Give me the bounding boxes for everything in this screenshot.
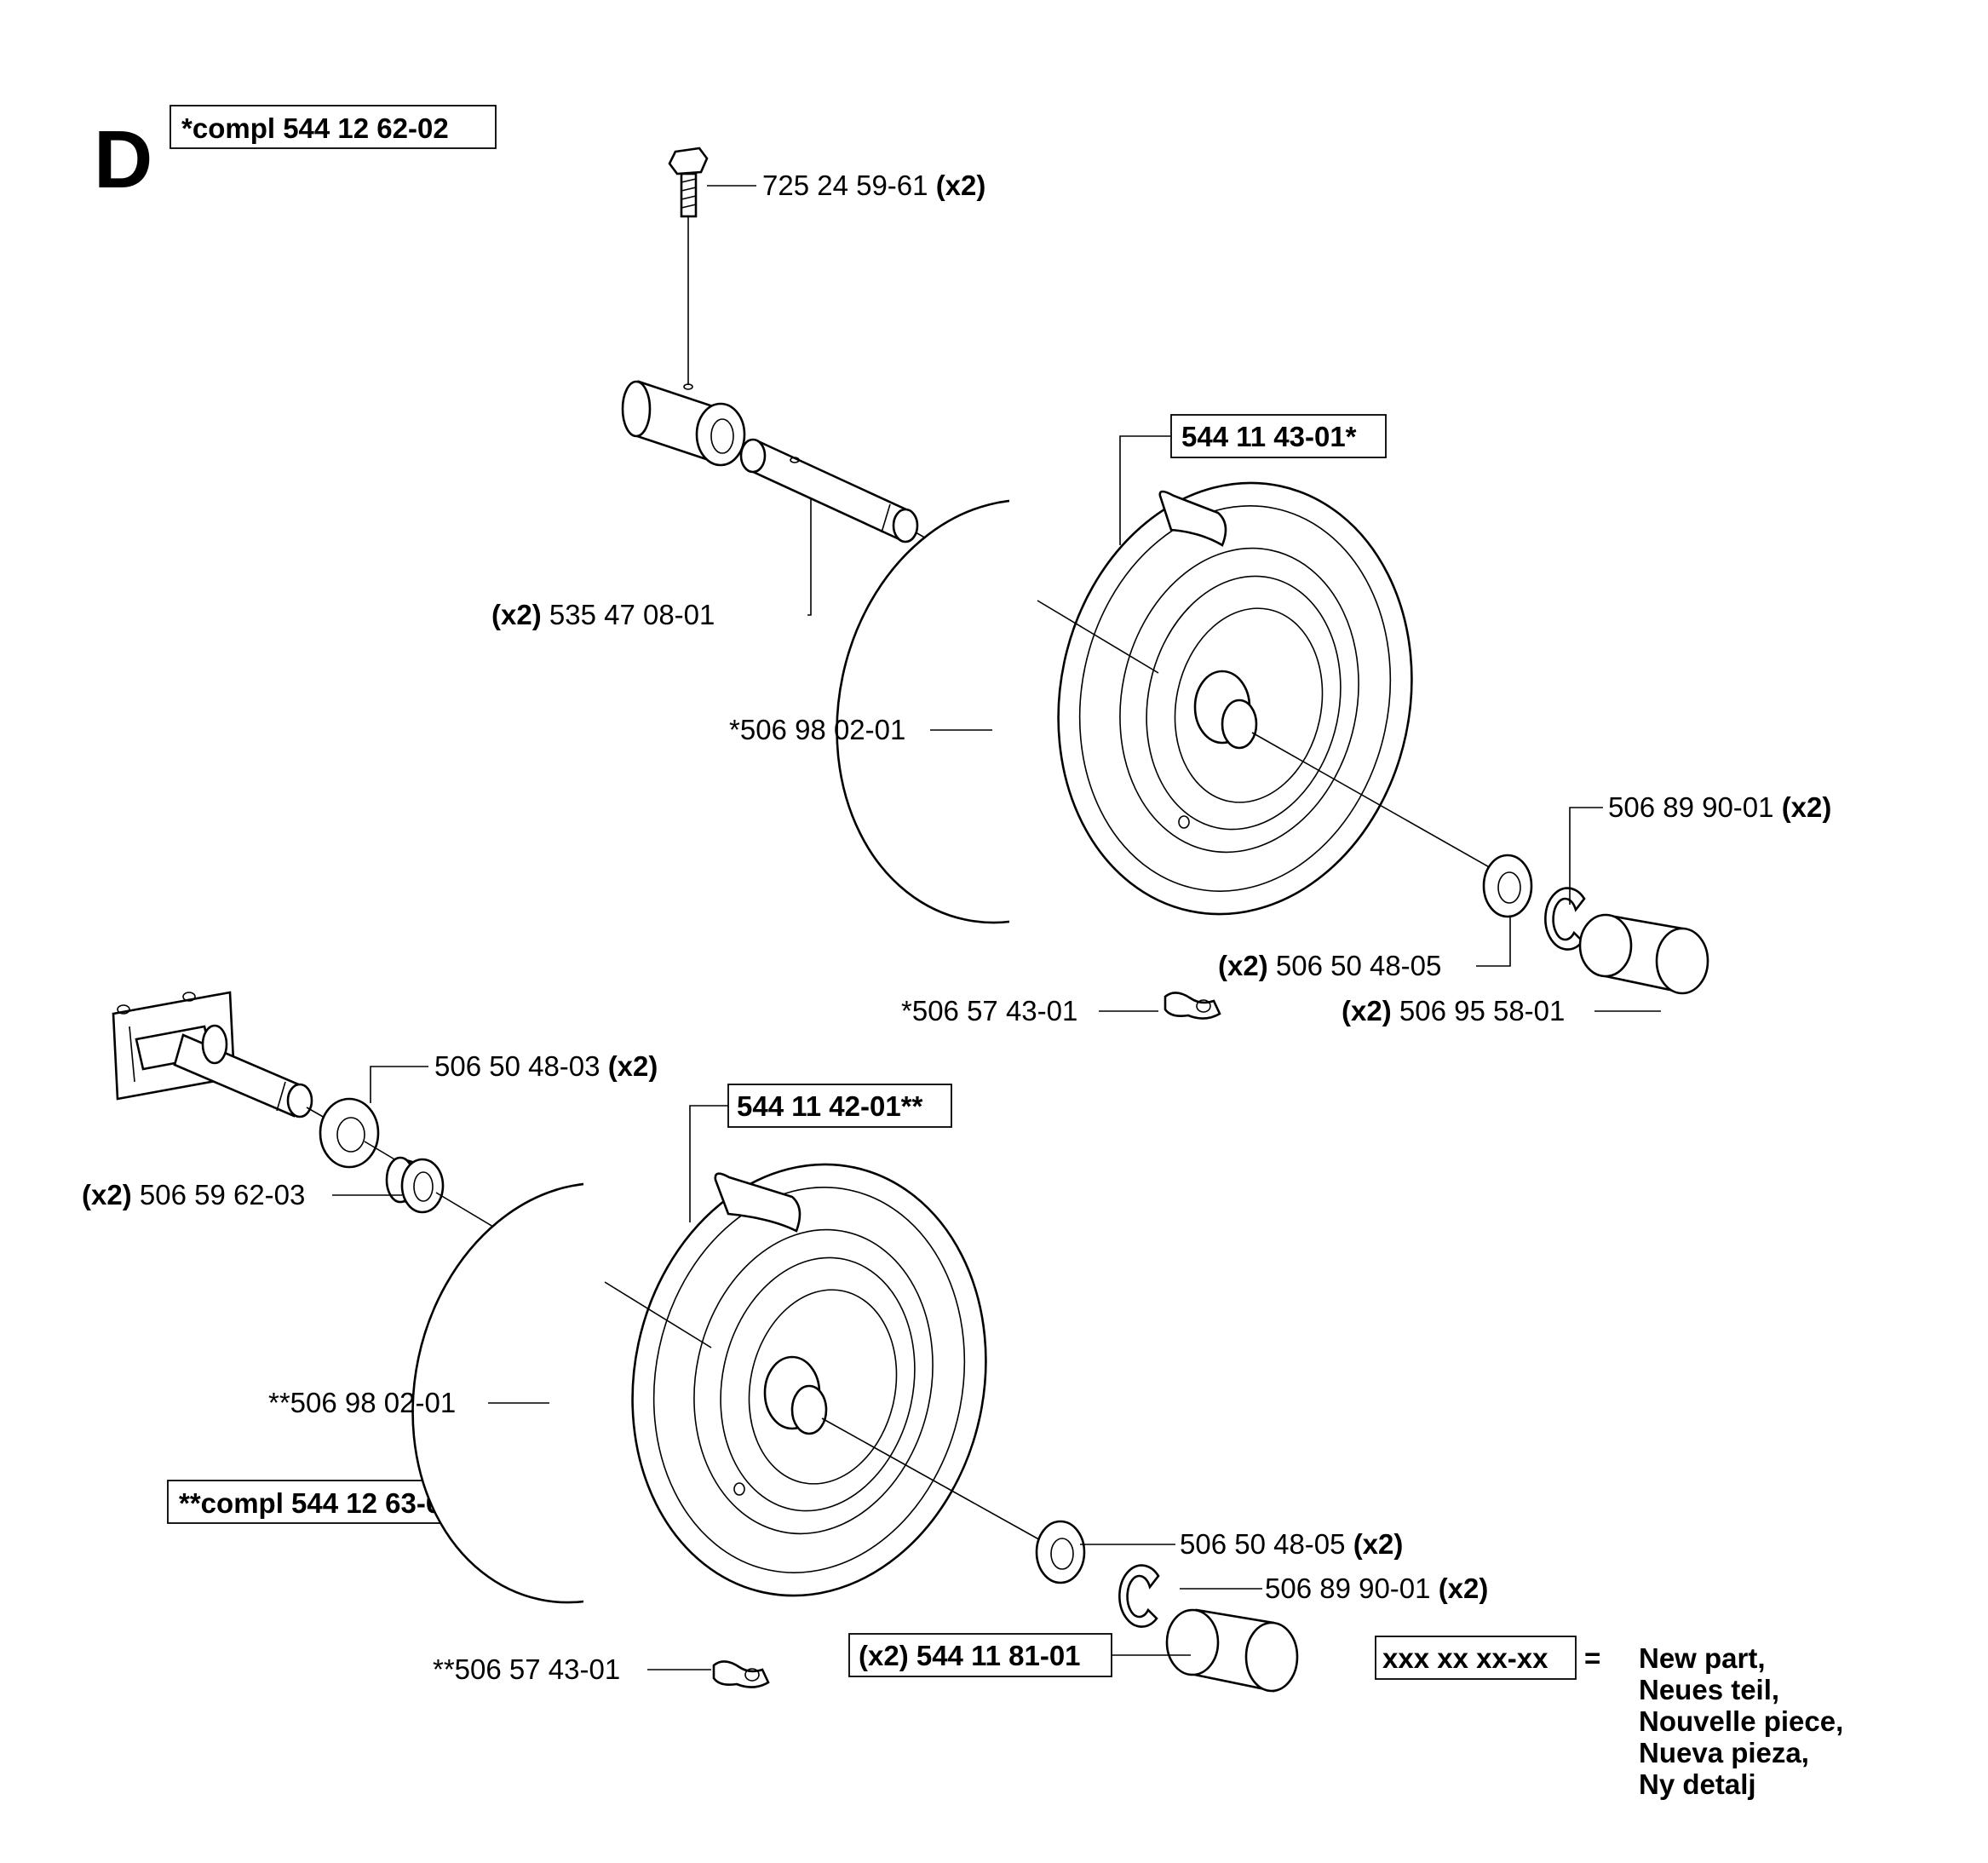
bushing-lower-part bbox=[385, 1156, 445, 1214]
label-valve-upper: *506 57 43-01 bbox=[901, 995, 1077, 1026]
new-part-box-wheel-upper bbox=[1170, 414, 1387, 458]
wheel-lower-part bbox=[411, 1159, 987, 1636]
cap-upper-part bbox=[1578, 913, 1709, 995]
washer-inner-lower-part bbox=[319, 1097, 380, 1169]
valve-upper-part bbox=[1163, 992, 1221, 1020]
upper-axis-line-2 bbox=[1251, 732, 1493, 870]
label-washer-upper: (x2) 506 50 48-05 bbox=[1218, 950, 1441, 981]
wheel-upper-part bbox=[836, 477, 1413, 954]
new-part-box-cap-lower bbox=[848, 1633, 1112, 1677]
label-cap-lower: (x2) 544 11 81-01 bbox=[859, 1640, 1081, 1671]
assembly-label-upper: *compl 544 12 62-02 bbox=[181, 112, 449, 144]
label-tire-lower: **506 98 02-01 bbox=[268, 1387, 456, 1418]
assembly-label-lower: **compl 544 12 63-02 bbox=[179, 1487, 457, 1519]
axle-sleeve-part bbox=[621, 380, 746, 467]
spindle-bracket-part bbox=[112, 991, 313, 1118]
leader-wheel-upper bbox=[1119, 435, 1171, 545]
bolt-part bbox=[668, 147, 709, 218]
legend-line-4: Nueva pieza, bbox=[1639, 1737, 1809, 1768]
label-washer-outer: 506 50 48-05 (x2) bbox=[1180, 1528, 1403, 1560]
label-wheel-upper: 544 11 43-01* bbox=[1181, 421, 1357, 452]
cap-lower-part bbox=[1165, 1608, 1299, 1693]
legend-line-2: Neues teil, bbox=[1639, 1674, 1779, 1705]
label-tire-upper: *506 98 02-01 bbox=[729, 714, 905, 745]
leader-pin bbox=[807, 498, 812, 616]
washer-outer-lower-part bbox=[1035, 1520, 1086, 1584]
legend-sample-box bbox=[1375, 1636, 1577, 1680]
clip-ring-lower-part bbox=[1118, 1564, 1160, 1628]
legend-line-3: Nouvelle piece, bbox=[1639, 1705, 1843, 1737]
label-pin: (x2) 535 47 08-01 bbox=[491, 599, 715, 630]
legend-line-1: New part, bbox=[1639, 1642, 1766, 1674]
leader-washer-upper bbox=[1476, 917, 1511, 967]
label-valve-lower: **506 57 43-01 bbox=[433, 1653, 620, 1685]
label-cap-upper: (x2) 506 95 58-01 bbox=[1342, 995, 1565, 1026]
label-clip-lower: 506 89 90-01 (x2) bbox=[1265, 1573, 1488, 1604]
lower-axis-line-3 bbox=[821, 1417, 1044, 1543]
legend-line-5: Ny detalj bbox=[1639, 1768, 1756, 1800]
leader-clip-upper bbox=[1569, 807, 1603, 905]
valve-lower-part bbox=[712, 1660, 770, 1688]
leader-washer-inner bbox=[370, 1066, 428, 1103]
legend-sample: xxx xx xx-xx bbox=[1382, 1642, 1548, 1674]
label-clip-upper: 506 89 90-01 (x2) bbox=[1608, 791, 1831, 823]
assembly-box-upper bbox=[169, 105, 497, 149]
section-letter: D bbox=[94, 114, 152, 205]
label-bolt: 725 24 59-61 (x2) bbox=[762, 170, 985, 201]
pin-part bbox=[739, 438, 919, 543]
label-bushing: (x2) 506 59 62-03 bbox=[82, 1179, 305, 1210]
clip-ring-upper-part bbox=[1544, 887, 1586, 951]
legend-equals: = bbox=[1584, 1642, 1600, 1674]
washer-upper-part bbox=[1482, 854, 1533, 918]
label-wheel-lower: 544 11 42-01** bbox=[737, 1090, 923, 1122]
new-part-box-wheel-lower bbox=[727, 1084, 952, 1128]
label-washer-inner: 506 50 48-03 (x2) bbox=[434, 1050, 658, 1082]
leader-wheel-lower bbox=[689, 1105, 728, 1222]
